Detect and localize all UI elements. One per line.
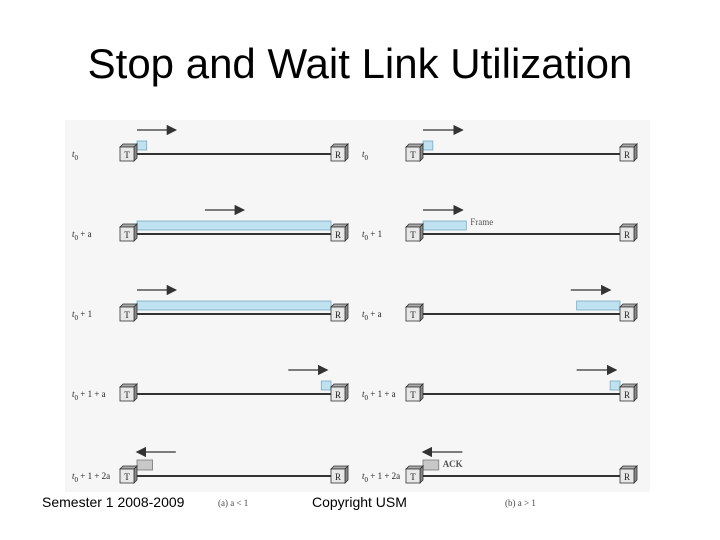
panel-b-row-3-frame — [576, 300, 621, 311]
panel-a-row-2-frame — [136, 220, 332, 231]
panel-b-row-2-time-label: t0 + 1 — [362, 229, 382, 242]
panel-b-row-4-receiver-label: R — [624, 390, 630, 400]
panel-b-row-5-ack-label: ACK — [443, 459, 463, 469]
panel-a-row-4-transmitter-label: T — [124, 390, 130, 400]
panel-a-row-2-transmitter-box — [119, 226, 135, 242]
panel-a-row-3-receiver-label: R — [335, 310, 341, 320]
panel-b-row-3-receiver-label: R — [624, 310, 630, 320]
panel-b-row-2-frame-label: Frame — [470, 217, 493, 227]
panel-b-row-2-receiver-label: R — [624, 230, 630, 240]
panel-a-row-5-transmitter-box — [119, 468, 135, 484]
panel-a-row-5-receiver-label: R — [335, 472, 341, 482]
panel-b-row-3-transmitter-box — [405, 306, 421, 322]
panel-b-row-2-receiver-side — [633, 223, 638, 242]
panel-b-row-5-transmitter-box — [405, 468, 421, 484]
panel-a-row-3-time-label: t0 + 1 — [72, 309, 92, 322]
panel-a-row-4-receiver-side — [344, 383, 349, 402]
panel-a-row-2-transmitter-side — [133, 223, 138, 242]
panel-b-row-5-transmitter-side — [419, 465, 424, 484]
panel-b-row-1-transmitter-label: T — [410, 150, 416, 160]
panel-a-row-5-receiver-box — [330, 468, 346, 484]
panel-a-row-2-time-label: t0 + a — [72, 229, 92, 242]
panel-a-row-4-receiver-box — [330, 386, 346, 402]
panel-b-row-2-receiver-box — [619, 226, 635, 242]
panel-a-row-3-transmitter-label: T — [124, 310, 130, 320]
panel-b-row-3-transmitter-side — [419, 303, 424, 322]
footer-semester: Semester 1 2008-2009 — [42, 494, 185, 510]
panel-b-row-2-frame — [422, 220, 467, 231]
panel-a-row-2-receiver-label: R — [335, 230, 341, 240]
panel-a-row-3-transmitter-box — [119, 306, 135, 322]
panel-b-row-3-receiver-side — [633, 303, 638, 322]
panel-a-row-4-time-label: t0 + 1 + a — [72, 389, 106, 402]
panel-b-row-5-receiver-side — [633, 465, 638, 484]
panel-a-row-2-transmitter-label: T — [124, 230, 130, 240]
panel-a-row-4-transmitter-side — [133, 383, 138, 402]
panel-b-row-5-ack — [422, 459, 440, 471]
panel-a-row-3-frame — [136, 300, 332, 311]
panel-a-row-1-receiver-box — [330, 146, 346, 162]
panel-a-row-1-transmitter-side — [133, 143, 138, 162]
panel-b-row-1-receiver-label: R — [624, 150, 630, 160]
panel-b-row-5-time-label: t0 + 1 + 2a — [362, 471, 400, 484]
panel-a-caption: (a) a < 1 — [218, 498, 248, 508]
panel-b-row-5-receiver-label: R — [624, 472, 630, 482]
panel-b-row-1-time-label: t0 — [362, 149, 369, 162]
panel-a-row-5-transmitter-label: T — [124, 472, 130, 482]
page-title: Stop and Wait Link Utilization — [87, 40, 633, 87]
panel-b-row-1-receiver-box — [619, 146, 635, 162]
footer-copyright: Copyright USM — [312, 494, 407, 510]
panel-a-row-3-transmitter-side — [133, 303, 138, 322]
panel-b-row-4-receiver-box — [619, 386, 635, 402]
panel-b-row-3-receiver-box — [619, 306, 635, 322]
panel-b-row-1-transmitter-box — [405, 146, 421, 162]
panel-b-row-5-transmitter-label: T — [410, 472, 416, 482]
panel-b-row-1-receiver-side — [633, 143, 638, 162]
panel-a-row-1-transmitter-box — [119, 146, 135, 162]
panel-b-row-4-frame — [609, 380, 621, 391]
panel-a-row-3-receiver-box — [330, 306, 346, 322]
panel-b-row-4-time-label: t0 + 1 + a — [362, 389, 396, 402]
panel-a-row-4-transmitter-box — [119, 386, 135, 402]
panel-b-row-2-transmitter-box — [405, 226, 421, 242]
panel-b-caption: (b) a > 1 — [505, 498, 536, 508]
panel-a-row-4-frame — [320, 380, 332, 391]
panel-b-row-1-transmitter-side — [419, 143, 424, 162]
panel-a-row-3-receiver-side — [344, 303, 349, 322]
panel-a-row-1-time-label: t0 — [72, 149, 79, 162]
panel-b-row-4-transmitter-side — [419, 383, 424, 402]
panel-b-row-1-frame — [422, 140, 434, 151]
panel-b-row-4-receiver-side — [633, 383, 638, 402]
panel-a-row-2-receiver-side — [344, 223, 349, 242]
panel-b-row-5-receiver-box — [619, 468, 635, 484]
panel-a-row-1-frame — [136, 140, 148, 151]
panel-a-row-1-transmitter-label: T — [124, 150, 130, 160]
panel-a-row-1-receiver-side — [344, 143, 349, 162]
panel-a-row-5-transmitter-side — [133, 465, 138, 484]
panel-a-row-5-ack — [136, 459, 153, 471]
panel-a-row-4-receiver-label: R — [335, 390, 341, 400]
panel-b-row-2-transmitter-side — [419, 223, 424, 242]
panel-a-row-5-receiver-side — [344, 465, 349, 484]
panel-b-row-3-transmitter-label: T — [410, 310, 416, 320]
panel-b-row-3-time-label: t0 + a — [362, 309, 382, 322]
panel-a-row-5-time-label: t0 + 1 + 2a — [72, 471, 110, 484]
panel-b-row-4-transmitter-label: T — [410, 390, 416, 400]
panel-b-row-4-transmitter-box — [405, 386, 421, 402]
panel-b-row-2-transmitter-label: T — [410, 230, 416, 240]
panel-a-row-1-receiver-label: R — [335, 150, 341, 160]
panel-a-row-2-receiver-box — [330, 226, 346, 242]
